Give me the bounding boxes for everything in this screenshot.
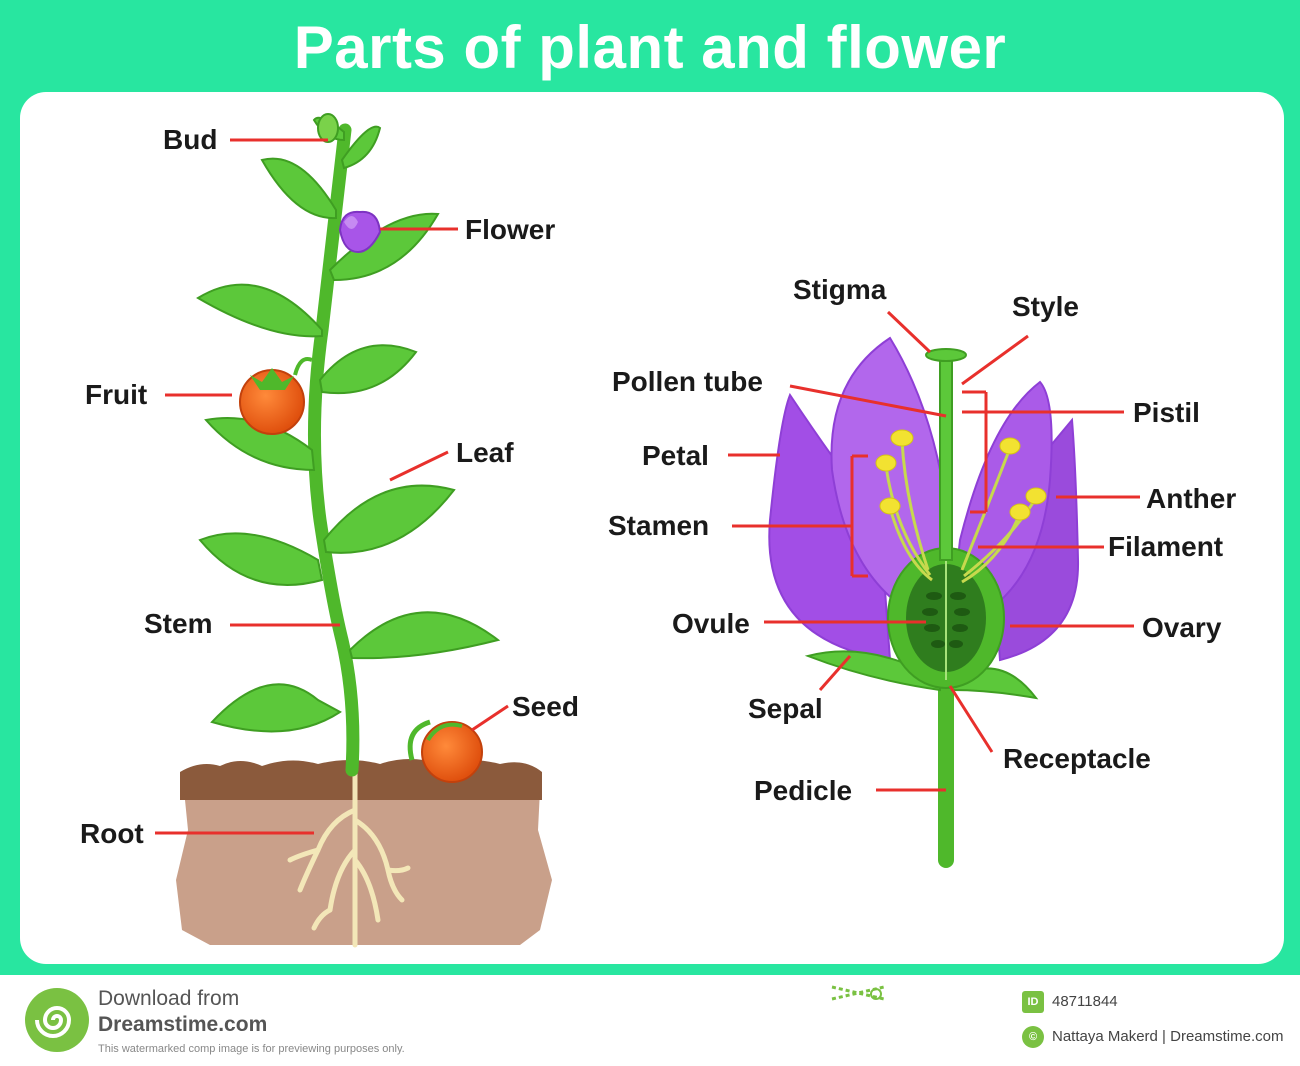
dreamstime-logo-icon (25, 988, 89, 1052)
bud-illustration (317, 113, 339, 143)
watermark-notice: This watermarked comp image is for previ… (98, 1043, 405, 1055)
image-id: 48711844 (1052, 993, 1118, 1010)
label-pollen-tube: Pollen tube (612, 366, 763, 397)
label-sepal: Sepal (748, 693, 823, 724)
label-stem: Stem (144, 608, 212, 639)
flower-labels: Stigma Style Pollen tube Pistil Petal An… (608, 274, 1236, 806)
label-leaf: Leaf (456, 437, 514, 468)
author-credit: Nattaya Makerd | Dreamstime.com (1052, 1028, 1284, 1045)
plant-labels: Bud Flower Fruit Leaf Stem Seed Root (80, 124, 579, 849)
stem (307, 123, 360, 777)
label-seed: Seed (512, 691, 579, 722)
scissors-icon (831, 985, 885, 1001)
style-illustration (939, 359, 953, 561)
diagram-artwork: Bud Flower Fruit Leaf Stem Seed Root Sti… (80, 113, 1236, 948)
plant-flower-illustration (338, 210, 382, 254)
footer: Download from Dreamstime.com This waterm… (0, 975, 1300, 1066)
anthers (875, 429, 1047, 521)
label-root: Root (80, 818, 144, 849)
label-bud: Bud (163, 124, 217, 155)
label-fruit: Fruit (85, 379, 147, 410)
label-stigma: Stigma (793, 274, 887, 305)
site-name-link[interactable]: Dreamstime.com (98, 1013, 268, 1036)
filaments (884, 439, 1038, 584)
leader-lines (155, 138, 1140, 835)
ovules (922, 592, 970, 648)
label-filament: Filament (1108, 531, 1223, 562)
label-pedicle: Pedicle (754, 775, 852, 806)
plant-illustration (176, 113, 552, 948)
soil (176, 790, 552, 945)
id-badge: ID (1022, 991, 1044, 1013)
label-ovule: Ovule (672, 608, 750, 639)
seed-illustration (407, 719, 483, 783)
label-flower: Flower (465, 214, 555, 245)
label-ovary: Ovary (1142, 612, 1222, 643)
label-pistil: Pistil (1133, 397, 1200, 428)
soil-top (180, 759, 542, 800)
copyright-badge: © (1022, 1026, 1044, 1048)
label-anther: Anther (1146, 483, 1236, 514)
label-style: Style (1012, 291, 1079, 322)
download-from-text: Download from (98, 987, 240, 1010)
stigma-illustration (925, 348, 967, 362)
page-title: Parts of plant and flower (293, 14, 1007, 81)
label-stamen: Stamen (608, 510, 709, 541)
root-illustration (287, 767, 411, 948)
label-petal: Petal (642, 440, 709, 471)
label-receptacle: Receptacle (1003, 743, 1151, 774)
fruit-illustration (239, 357, 313, 435)
